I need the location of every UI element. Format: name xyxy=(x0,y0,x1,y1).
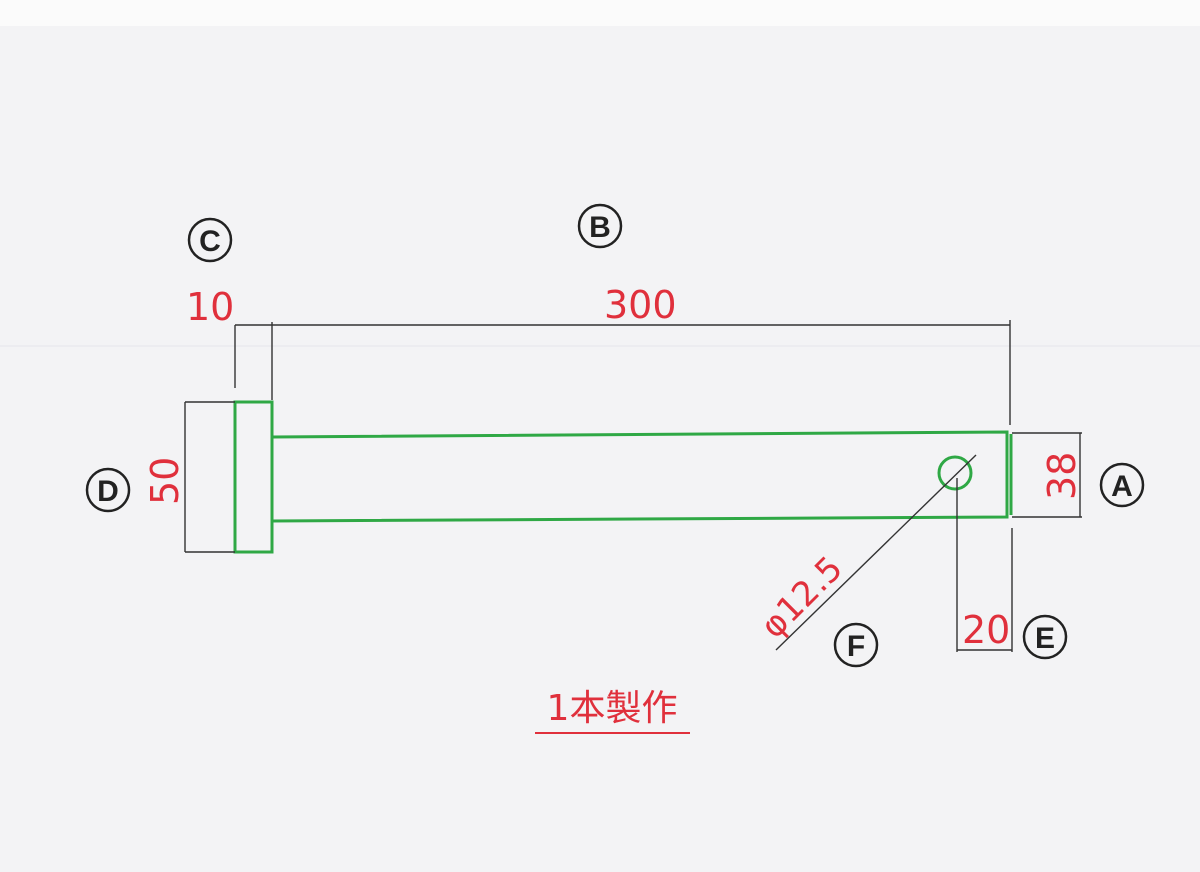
svg-text:E: E xyxy=(1035,622,1055,655)
label-e: E xyxy=(1022,614,1068,660)
label-b: B xyxy=(577,203,623,249)
hole-circle xyxy=(937,455,973,491)
label-a: A xyxy=(1099,462,1145,508)
svg-text:C: C xyxy=(199,225,221,258)
label-d: D xyxy=(85,467,131,513)
dim-flange-diameter: 50 xyxy=(143,457,187,505)
dim-shaft-diameter: 38 xyxy=(1040,452,1084,500)
dim-flange-thickness: 10 xyxy=(186,285,234,329)
dim-total-length: 300 xyxy=(604,283,677,327)
svg-text:A: A xyxy=(1111,470,1133,503)
quantity-note: 1本製作 xyxy=(547,688,678,729)
svg-text:D: D xyxy=(97,475,119,508)
dim-hole-offset: 20 xyxy=(962,608,1010,652)
dimension-lines xyxy=(184,320,1082,652)
label-c: C xyxy=(187,217,233,263)
svg-text:F: F xyxy=(847,630,865,663)
label-f: F xyxy=(833,622,879,668)
shaft-outline xyxy=(270,430,1009,523)
svg-text:B: B xyxy=(589,211,611,244)
paper xyxy=(0,26,1200,872)
